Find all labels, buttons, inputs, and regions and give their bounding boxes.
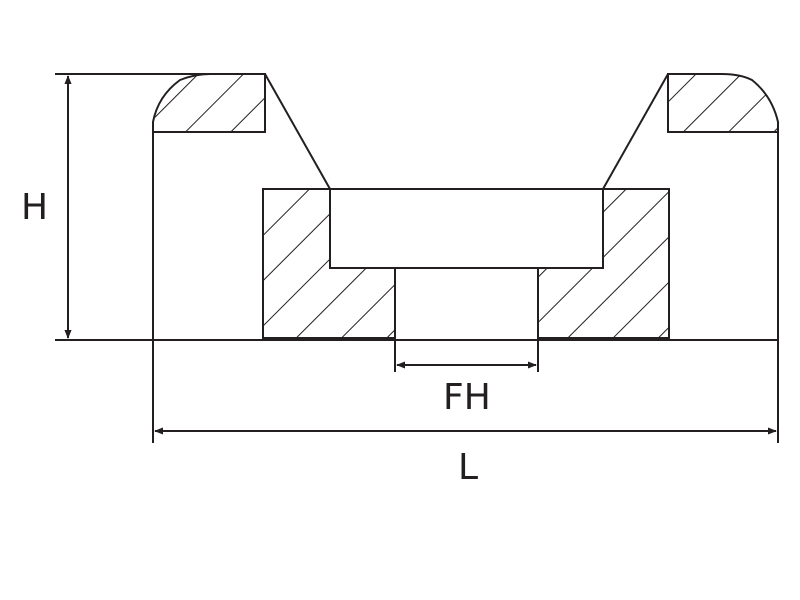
fh-dimension-label: FH bbox=[443, 377, 491, 418]
right-top-hatched-section bbox=[667, 73, 779, 133]
left-top-hatched-section bbox=[152, 73, 266, 133]
l-dimension-label: L bbox=[458, 447, 479, 488]
h-dimension-label: H bbox=[21, 187, 49, 228]
right-chamfer-line bbox=[602, 73, 669, 190]
counterbore-pocket bbox=[329, 188, 604, 269]
left-chamfer-line bbox=[264, 73, 331, 190]
